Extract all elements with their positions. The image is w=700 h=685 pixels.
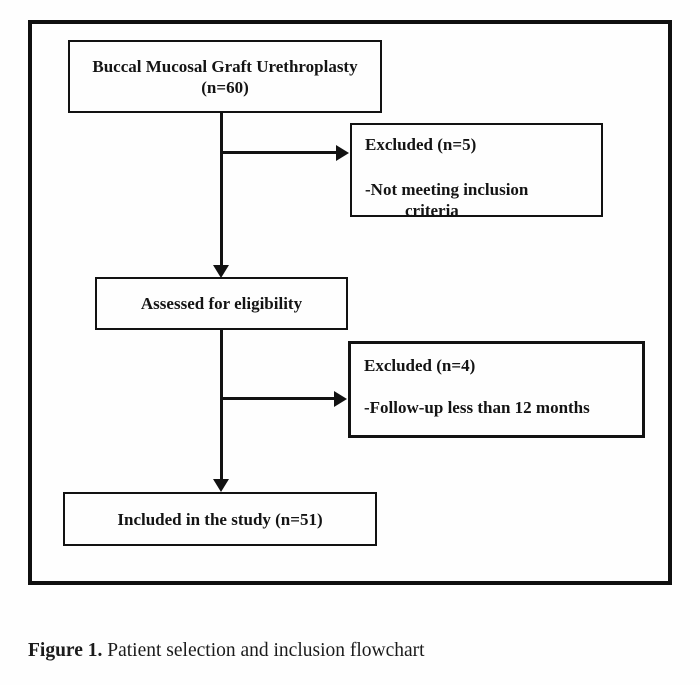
enrollment-line1: Buccal Mucosal Graft Urethroplasty	[92, 56, 358, 76]
flow-box-excluded-2: Excluded (n=4) -Follow-up less than 12 m…	[348, 341, 645, 438]
connector-assessed-to-included	[220, 330, 223, 480]
arrowhead-down-icon	[213, 479, 229, 492]
excluded-2-reason: -Follow-up less than 12 months	[364, 398, 590, 417]
flow-box-enrollment: Buccal Mucosal Graft Urethroplasty (n=60…	[68, 40, 382, 113]
flow-box-excluded-1: Excluded (n=5) -Not meeting inclusion cr…	[350, 123, 603, 217]
excluded-1-reason-line1: -Not meeting inclusion	[365, 180, 529, 199]
flow-box-included: Included in the study (n=51)	[63, 492, 377, 546]
enrollment-count: (n=60)	[201, 77, 249, 97]
excluded-1-reason-line2: criteria	[405, 201, 459, 217]
excluded-1-title: Excluded (n=5)	[365, 135, 477, 154]
connector-enrollment-to-assessed	[220, 113, 223, 267]
figure-caption-label: Figure 1.	[28, 639, 103, 661]
connector-to-excluded-2	[221, 397, 335, 400]
flow-box-assessed: Assessed for eligibility	[95, 277, 348, 330]
excluded-2-title: Excluded (n=4)	[364, 356, 476, 375]
arrowhead-down-icon	[213, 265, 229, 278]
figure-caption: Figure 1. Patient selection and inclusio…	[28, 638, 688, 664]
figure-caption-text: Patient selection and inclusion flowchar…	[107, 639, 425, 661]
connector-to-excluded-1	[221, 151, 337, 154]
included-label: Included in the study (n=51)	[117, 509, 323, 529]
arrowhead-right-icon	[336, 145, 349, 161]
assessed-label: Assessed for eligibility	[140, 294, 303, 313]
arrowhead-right-icon	[334, 391, 347, 407]
